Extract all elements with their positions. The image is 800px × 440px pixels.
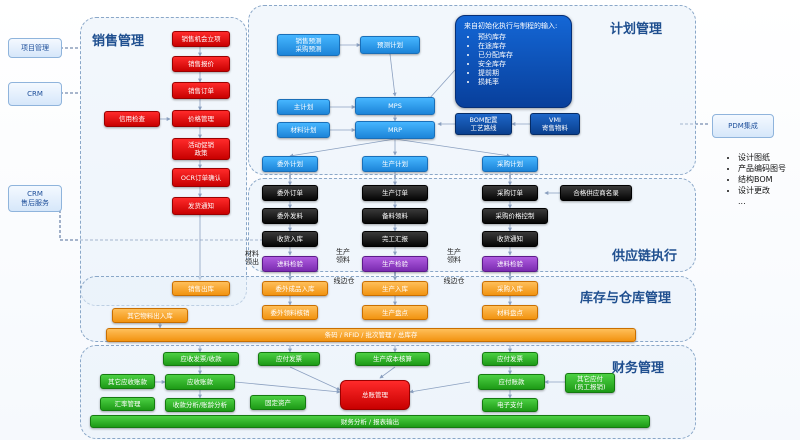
- mrp-node[interactable]: MRP: [355, 121, 435, 139]
- other-ap-node[interactable]: 其它应付 (员工报销): [565, 373, 615, 393]
- bom-routing-node[interactable]: BOM配置 工艺路线: [455, 113, 512, 135]
- fixed-assets-node[interactable]: 固定资产: [250, 395, 306, 410]
- outsource-consume-node[interactable]: 委外领料核销: [262, 305, 318, 320]
- purchase-plan-node[interactable]: 采购计划: [482, 156, 538, 172]
- general-ledger-node[interactable]: 总账管理: [340, 380, 410, 410]
- outsource-finished-in-node[interactable]: 委外成品入库: [262, 281, 328, 296]
- sales-outbound-node[interactable]: 销售出库: [172, 281, 230, 296]
- material-issue-label: 材料 领出: [245, 250, 259, 266]
- accounts-receivable-node[interactable]: 应收账款: [165, 374, 235, 390]
- production-pick-label-2: 生产 领料: [447, 248, 461, 264]
- line-warehouse-label-2: 线边仓: [443, 277, 465, 285]
- pdm-items-list: 设计图纸 产品编码图号 结构BOM 设计更改 ...: [724, 152, 786, 207]
- shipping-notice-node[interactable]: 发货通知: [172, 197, 230, 215]
- purchase-order-node[interactable]: 采购订单: [482, 185, 538, 201]
- forecast-node[interactable]: 销售预测 采购预测: [277, 34, 340, 56]
- sales-opportunity-node[interactable]: 销售机会立项: [172, 31, 230, 47]
- ar-invoice-node[interactable]: 应收发票/收款: [163, 352, 239, 366]
- completion-report-node[interactable]: 完工汇报: [362, 231, 428, 247]
- plan-note-item: 在途库存: [478, 42, 563, 51]
- order-confirm-node[interactable]: OCR订单确认: [172, 168, 230, 187]
- work-order-node[interactable]: 生产订单: [362, 185, 428, 201]
- plan-input-note: 来自初始化执行与制程的输入: 预约库存 在途库存 已分配库存 安全库存 提前期 …: [455, 15, 572, 108]
- promotion-policy-node[interactable]: 活动促销 政策: [172, 138, 230, 160]
- ap-invoice-node[interactable]: 应付发票: [258, 352, 320, 366]
- outsource-issue-node[interactable]: 委外发料: [262, 208, 318, 224]
- production-check-node[interactable]: 生产盘点: [362, 305, 428, 320]
- other-io-node[interactable]: 其它物料出入库: [112, 308, 188, 323]
- pdm-item: ...: [738, 197, 746, 206]
- exchange-rate-node[interactable]: 汇率管理: [100, 397, 155, 411]
- inventory-zone-title: 库存与仓库管理: [580, 291, 672, 306]
- sales-order-node[interactable]: 销售订单: [172, 82, 230, 99]
- line-warehouse-label: 线边仓: [333, 277, 355, 285]
- production-in-node[interactable]: 生产入库: [362, 281, 428, 296]
- outsource-qc-node[interactable]: 进料检验: [262, 256, 318, 272]
- master-plan-node[interactable]: 主计划: [277, 99, 330, 115]
- incoming-qc-node[interactable]: 进料检验: [482, 256, 538, 272]
- sales-zone-title: 销售管理: [92, 34, 145, 49]
- crm-service-box[interactable]: CRM 售后服务: [8, 185, 62, 212]
- plan-note-item: 安全库存: [478, 60, 563, 69]
- credit-check-node[interactable]: 信用检查: [104, 111, 160, 127]
- outsource-receive-node[interactable]: 收货入库: [262, 231, 318, 247]
- pdm-item: 设计更改: [738, 185, 786, 196]
- plan-note-item: 提前期: [478, 69, 563, 78]
- plan-note-item: 损耗率: [478, 78, 563, 87]
- forecast-plan-node[interactable]: 预测计划: [360, 36, 420, 54]
- purchase-price-control-node[interactable]: 采购价格控制: [482, 208, 548, 224]
- financial-report-bar[interactable]: 财务分析 / 报表输出: [90, 415, 650, 428]
- finance-zone-title: 财务管理: [612, 361, 665, 376]
- vmi-node[interactable]: VMI 寄售物料: [530, 113, 580, 135]
- plan-note-item: 预约库存: [478, 33, 563, 42]
- material-plan-node[interactable]: 材料计划: [277, 122, 330, 138]
- material-check-node[interactable]: 材料盘点: [482, 305, 538, 320]
- mps-node[interactable]: MPS: [355, 97, 435, 115]
- accounts-payable-node[interactable]: 应付账款: [478, 374, 545, 390]
- plan-note-title: 来自初始化执行与制程的输入:: [464, 22, 558, 30]
- receipt-analysis-node[interactable]: 收款分析/账龄分析: [165, 398, 235, 412]
- plan-zone-title: 计划管理: [610, 22, 663, 37]
- production-plan-node[interactable]: 生产计划: [362, 156, 428, 172]
- price-management-node[interactable]: 价格管理: [172, 110, 230, 127]
- pdm-item: 结构BOM: [738, 174, 786, 185]
- pdm-item: 产品编码图号: [738, 163, 786, 174]
- purchase-in-node[interactable]: 采购入库: [482, 281, 538, 296]
- receive-notice-node[interactable]: 收货通知: [482, 231, 538, 247]
- outsource-order-node[interactable]: 委外订单: [262, 185, 318, 201]
- supply-zone-title: 供应链执行: [612, 249, 678, 264]
- production-qc-node[interactable]: 生产检验: [362, 256, 428, 272]
- material-prepare-node[interactable]: 备料领料: [362, 208, 428, 224]
- plan-note-list: 预约库存 在途库存 已分配库存 安全库存 提前期 损耗率: [464, 33, 563, 87]
- crm-box[interactable]: CRM: [8, 82, 62, 106]
- pdm-integration-box[interactable]: PDM集成: [712, 114, 774, 138]
- production-cost-node[interactable]: 生产成本核算: [355, 352, 430, 366]
- other-ar-node[interactable]: 其它应收账款: [100, 374, 155, 389]
- plan-note-item: 已分配库存: [478, 51, 563, 60]
- electronic-payment-node[interactable]: 电子支付: [482, 398, 538, 412]
- sales-quote-node[interactable]: 销售报价: [172, 56, 230, 72]
- ap-invoice-node-2[interactable]: 应付发票: [482, 352, 538, 366]
- barcode-rfid-bar[interactable]: 条码 / RFID / 批次管理 / 总库存: [106, 328, 636, 342]
- production-pick-label: 生产 领料: [336, 248, 350, 264]
- project-management-box[interactable]: 项目管理: [8, 38, 62, 58]
- outsource-plan-node[interactable]: 委外计划: [262, 156, 318, 172]
- qualified-supplier-node[interactable]: 合格供应商名录: [560, 185, 632, 201]
- pdm-item: 设计图纸: [738, 152, 786, 163]
